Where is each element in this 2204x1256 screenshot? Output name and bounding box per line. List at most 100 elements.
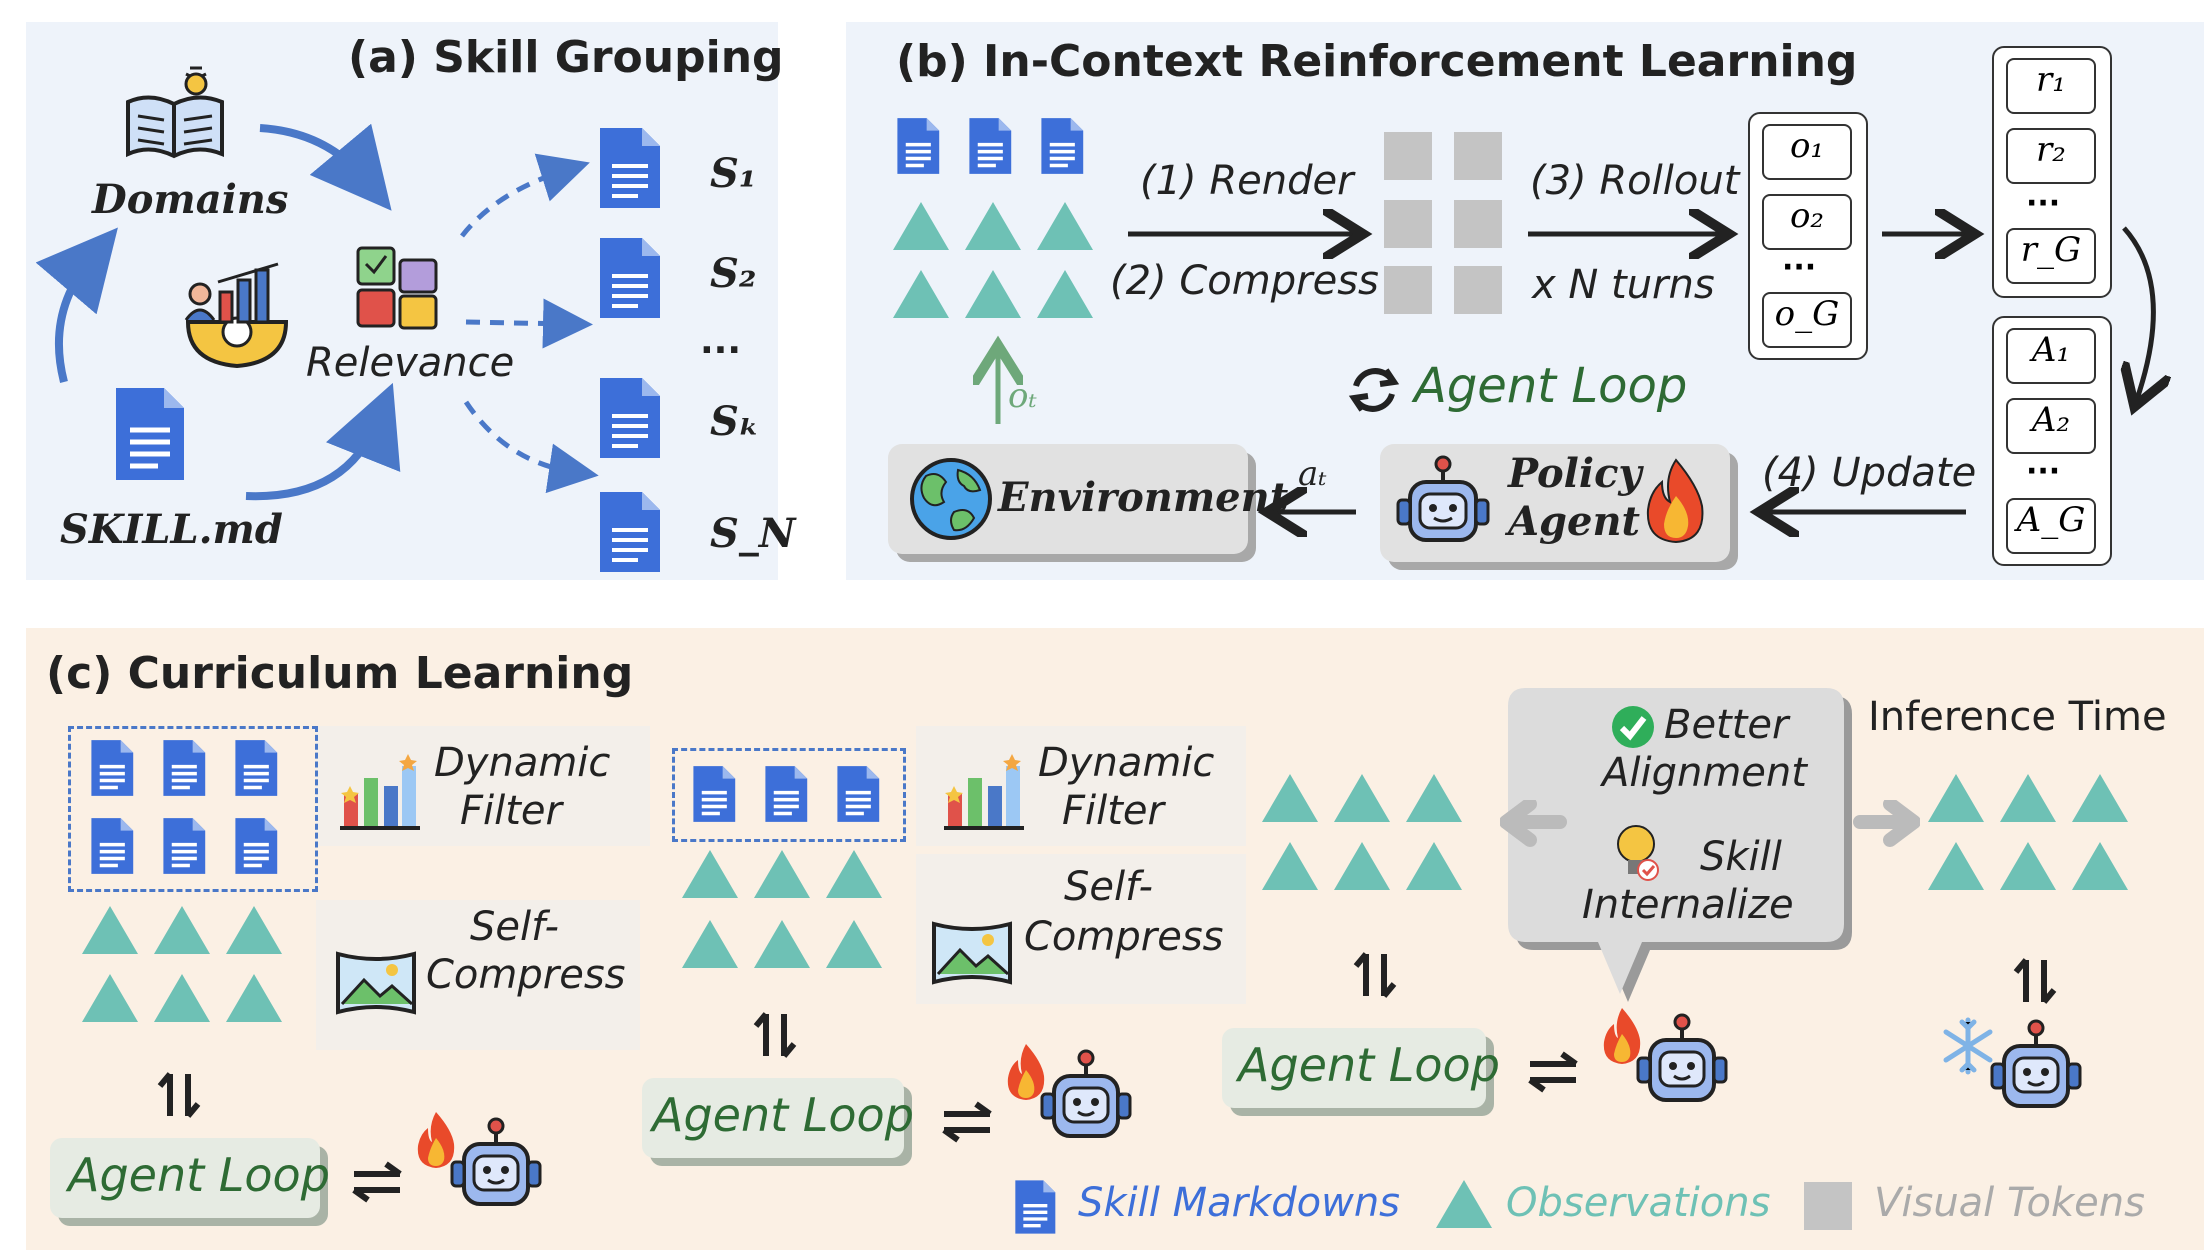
- loop-icon: [1348, 368, 1400, 412]
- c-obs-triangle: [2000, 842, 2056, 890]
- legend-visual-token-icon: [1804, 1182, 1852, 1230]
- compress-label: (2) Compress: [1110, 258, 1379, 304]
- updown-arrows-icon: [157, 1072, 201, 1118]
- s1-doc-icon: [600, 128, 660, 208]
- c-obs-triangle: [154, 974, 210, 1022]
- c-obs-triangle: [1928, 774, 1984, 822]
- sk-label: Sₖ: [710, 398, 760, 445]
- filter-chart-icon: [340, 754, 420, 830]
- compress1-self: Self-: [470, 904, 559, 950]
- legend-doc-icon: [1015, 1180, 1056, 1234]
- filter-chart-icon: [944, 754, 1024, 830]
- turns-label: x N turns: [1532, 262, 1715, 308]
- b-obs-triangle: [965, 202, 1021, 250]
- book-icon: [126, 66, 224, 159]
- agent-loop-3-label: Agent Loop: [1238, 1038, 1500, 1092]
- compress2-self: Self-: [1064, 864, 1153, 910]
- legend-skill-markdowns: Skill Markdowns: [1078, 1180, 1401, 1226]
- relevance-label: Relevance: [306, 340, 515, 386]
- c-doc-icon: [693, 766, 736, 822]
- exchange-icon: [1528, 1051, 1578, 1093]
- b-agent-loop-label: Agent Loop: [1414, 358, 1688, 414]
- s-dots: ···: [700, 330, 742, 371]
- s1-label: S₁: [710, 150, 757, 197]
- c-obs-triangle: [826, 920, 882, 968]
- compress1-compress: Compress: [426, 952, 626, 998]
- updown-arrows-icon: [1353, 952, 1397, 998]
- panel-c-title: (c) Curriculum Learning: [46, 648, 634, 699]
- b-obs-triangle: [1037, 202, 1093, 250]
- r2-slot: r₂: [2006, 128, 2096, 184]
- sn-doc-icon: [600, 492, 660, 572]
- frozen-robot-icon: [1943, 1017, 2082, 1108]
- stage2-doc-group: [672, 748, 906, 842]
- c-doc-icon: [163, 740, 206, 796]
- rg-slot: r_G: [2006, 228, 2096, 284]
- render-label: (1) Render: [1140, 158, 1354, 204]
- agent-loop-tag-3: [1222, 1028, 1486, 1108]
- agent-loop-tag-1: [50, 1138, 320, 1218]
- c-obs-triangle: [754, 850, 810, 898]
- globe-icon: [910, 458, 992, 540]
- trainable-robot-icon: [1007, 1044, 1132, 1138]
- c-doc-icon: [235, 740, 278, 796]
- c-doc-icon: [837, 766, 880, 822]
- updown-arrows-icon: [753, 1012, 797, 1058]
- c-obs-triangle: [82, 906, 138, 954]
- r1-slot: r₁: [2006, 58, 2096, 114]
- c-obs-triangle: [1334, 774, 1390, 822]
- stage1-doc-group: [68, 726, 318, 892]
- o2-slot: o₂: [1762, 194, 1852, 250]
- c-obs-triangle: [826, 850, 882, 898]
- panel-a-title: (a) Skill Grouping: [348, 32, 784, 83]
- visual-token: [1454, 132, 1502, 180]
- c-obs-triangle: [1262, 842, 1318, 890]
- trainable-robot-icon: [1603, 1008, 1728, 1102]
- agent-loop-1-label: Agent Loop: [68, 1148, 330, 1202]
- c-doc-icon: [235, 818, 278, 874]
- skill-md-doc-icon: [116, 388, 184, 480]
- c-obs-triangle: [226, 974, 282, 1022]
- gray-arrows: [1500, 800, 1920, 847]
- lightbulb-icon: [1617, 825, 1659, 881]
- fire-icon: [1646, 458, 1704, 544]
- analytics-gear-icon: [184, 262, 289, 369]
- visual-token: [1384, 200, 1432, 248]
- domains-label: Domains: [92, 176, 289, 223]
- check-circle-icon: [1612, 706, 1654, 748]
- c-obs-triangle: [1406, 774, 1462, 822]
- sn-label: S_N: [710, 510, 796, 557]
- skill-md-label: SKILL.md: [60, 506, 283, 553]
- trainable-robot-icon: [417, 1112, 542, 1206]
- a-dots: ···: [2026, 454, 2061, 489]
- s2-label: S₂: [710, 250, 757, 297]
- legend-visual-tokens: Visual Tokens: [1874, 1180, 2145, 1226]
- c-obs-triangle: [1262, 774, 1318, 822]
- filter1-filter: Filter: [460, 788, 562, 834]
- legend-triangle-icon: [1436, 1180, 1492, 1228]
- filter1-dynamic: Dynamic: [434, 740, 611, 786]
- c-obs-triangle: [82, 974, 138, 1022]
- agent-loop-2-label: Agent Loop: [652, 1088, 914, 1142]
- internalize-label: Internalize: [1582, 882, 1794, 928]
- visual-token: [1454, 266, 1502, 314]
- b-obs-triangle: [965, 270, 1021, 318]
- b-obs-triangle: [1037, 270, 1093, 318]
- a2-slot: A₂: [2006, 398, 2096, 454]
- b-doc-icon-1: [897, 118, 940, 174]
- c-obs-triangle: [2072, 774, 2128, 822]
- icrl-arrows: [846, 22, 2204, 580]
- r-dots: ···: [2026, 186, 2061, 221]
- environment-label: Environment: [998, 474, 1289, 521]
- panel-b-title: (b) In-Context Reinforcement Learning: [896, 36, 1858, 87]
- outcome-bubble: [1508, 688, 1852, 1002]
- ag-slot: A_G: [2006, 498, 2096, 554]
- agent-loop-tag-2: [642, 1078, 904, 1158]
- c-obs-triangle: [154, 906, 210, 954]
- visual-token: [1384, 132, 1432, 180]
- compress2-compress: Compress: [1024, 914, 1224, 960]
- visual-token: [1454, 200, 1502, 248]
- c-obs-triangle: [1406, 842, 1462, 890]
- agent-label: Agent: [1508, 498, 1641, 545]
- skill-label: Skill: [1700, 834, 1782, 880]
